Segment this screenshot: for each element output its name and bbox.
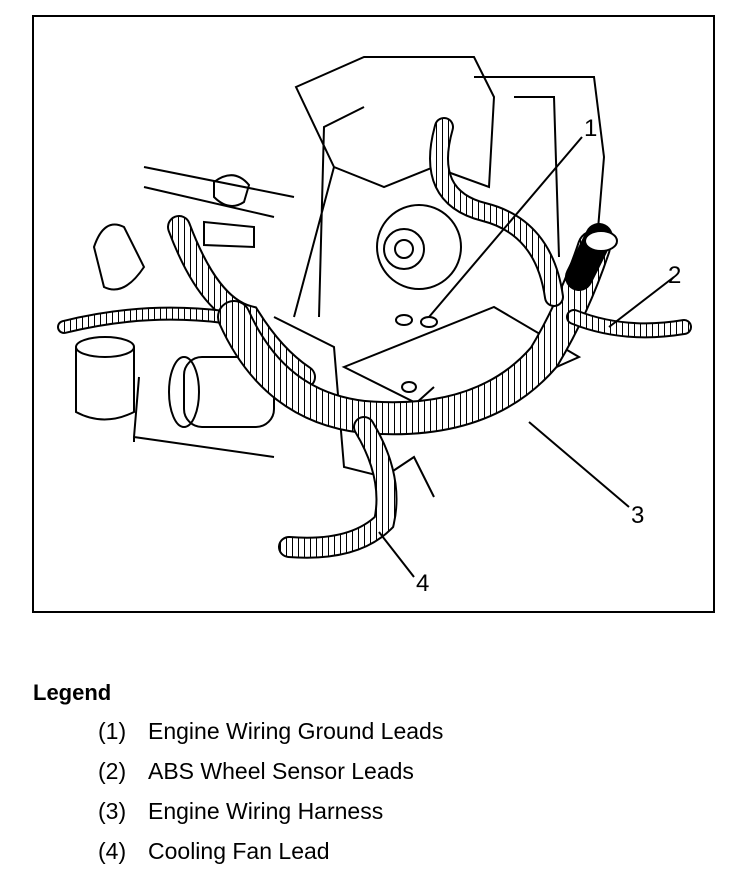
legend-item: (1) Engine Wiring Ground Leads: [98, 718, 443, 744]
legend-item-number: (1): [98, 718, 127, 744]
legend-item-number: (4): [98, 838, 127, 864]
callout-1: 1: [584, 115, 598, 142]
engine-bracket: [294, 56, 496, 189]
pump-inner: [383, 228, 425, 270]
legend-title: Legend: [33, 680, 112, 705]
leader-2: [608, 276, 675, 328]
engine-harness-illustration: [57, 56, 692, 578]
callout-3: 3: [631, 502, 645, 529]
legend-item-number: (3): [98, 798, 127, 824]
legend-item: (3) Engine Wiring Harness: [98, 798, 383, 824]
right-housing: [474, 76, 606, 278]
callout-2: 2: [668, 262, 682, 289]
engine-casting: [293, 106, 365, 318]
left-canister: [75, 347, 135, 421]
bottom-bracket: [273, 316, 435, 498]
leader-3: [528, 421, 630, 508]
legend-item-label: Cooling Fan Lead: [148, 838, 330, 864]
pump-outer: [376, 204, 462, 290]
diagram-frame: 1 2 3 4: [32, 15, 715, 613]
ground-plate: [341, 305, 582, 419]
left-connector: [92, 223, 146, 291]
legend-item-number: (2): [98, 758, 127, 784]
legend-item-label: Engine Wiring Harness: [148, 798, 384, 824]
legend-item-label: ABS Wheel Sensor Leads: [148, 758, 414, 784]
legend-item: (4) Cooling Fan Lead: [98, 838, 330, 864]
legend-item-label: Engine Wiring Ground Leads: [148, 718, 444, 744]
legend-item: (2) ABS Wheel Sensor Leads: [98, 758, 414, 784]
leader-1: [428, 136, 583, 318]
callout-4: 4: [416, 570, 430, 597]
pipe-lines: [143, 166, 295, 218]
leader-4: [378, 531, 415, 578]
cap: [213, 174, 251, 207]
